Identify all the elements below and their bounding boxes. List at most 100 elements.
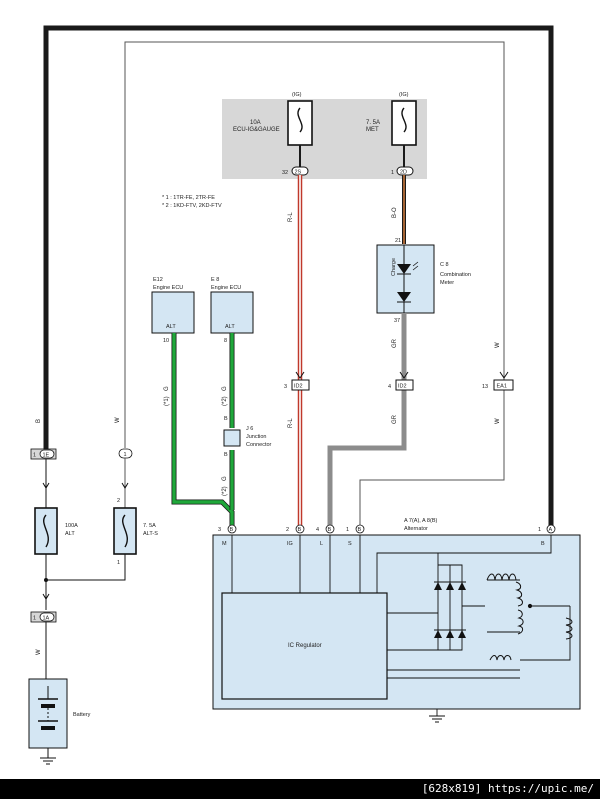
svg-text:10: 10 [163,338,169,344]
svg-text:B: B [230,527,234,533]
fuse-met[interactable] [391,100,417,146]
svg-text:EA1: EA1 [497,384,507,390]
ic-regulator[interactable] [221,592,388,700]
svg-text:Engine ECU: Engine ECU [153,285,183,291]
svg-text:Connector: Connector [246,442,272,448]
svg-text:C 8: C 8 [440,262,449,268]
svg-text:ID2: ID2 [294,384,303,390]
svg-text:13: 13 [482,384,488,390]
fuse-ecu-tag: (IG) [292,92,302,98]
connector-id2-b[interactable] [395,379,414,391]
svg-text:R-L: R-L [288,212,294,222]
svg-text:4: 4 [388,384,391,390]
charge-lamp-icon [397,264,411,274]
stator-coil-icon [486,573,573,661]
svg-text:(*2): (*2) [222,486,228,496]
svg-text:A 7(A), A 8(B): A 7(A), A 8(B) [404,518,437,524]
fuse-ecu-name: ECU-IG&GAUGE [233,127,280,133]
svg-text:1: 1 [538,527,541,533]
svg-text:B: B [36,419,42,423]
svg-text:3: 3 [218,527,221,533]
svg-text:ALT: ALT [65,531,75,537]
svg-text:2: 2 [117,498,120,504]
engine-ecu-e8[interactable] [210,291,254,334]
svg-text:37: 37 [394,318,400,324]
connector-ea1[interactable] [493,379,514,391]
svg-text:W: W [495,418,501,424]
svg-text:100A: 100A [65,523,78,529]
svg-text:B: B [358,527,362,533]
svg-text:G: G [222,386,228,391]
alt-connector-s[interactable] [355,524,365,534]
fuse-ecu-ig-gauge[interactable] [287,100,313,146]
alternator-ground-icon [429,715,445,723]
svg-text:B: B [298,527,302,533]
svg-text:ALT: ALT [166,324,176,330]
diode-icon [397,292,411,302]
svg-text:1A: 1A [43,616,50,622]
svg-text:4: 4 [316,527,319,533]
junction-connector-j6[interactable] [223,429,241,447]
battery-ground-icon [40,757,56,765]
fuse-ecu-rating: 10A [250,120,261,126]
svg-text:Battery: Battery [73,712,91,718]
svg-text:1E: 1E [43,453,50,459]
svg-text:B: B [541,541,545,547]
svg-text:3: 3 [284,384,287,390]
svg-text:1: 1 [117,560,120,566]
svg-text:ALT: ALT [225,324,235,330]
svg-text:B: B [224,416,228,422]
svg-text:G: G [164,386,170,391]
svg-text:Charge: Charge [391,258,397,276]
svg-text:IG: IG [287,541,293,547]
svg-text:Alternator: Alternator [404,526,428,532]
svg-text:B: B [224,452,228,458]
wire-b-main[interactable] [43,25,554,528]
svg-text:R-L: R-L [288,418,294,428]
fuse-met-tag: (IG) [399,92,409,98]
svg-text:Engine ECU: Engine ECU [211,285,241,291]
svg-text:W: W [36,649,42,655]
svg-text:Junction: Junction [246,434,267,440]
svg-text:2D: 2D [400,170,407,176]
note-line-2: * 2 : 1KD-FTV, 2KD-FTV [162,203,222,209]
svg-text:1: 1 [346,527,349,533]
svg-text:GR: GR [392,414,398,424]
svg-text:GR: GR [392,338,398,348]
svg-text:8: 8 [224,338,227,344]
alt-connector-ig[interactable] [295,524,305,534]
fuse-met-name: MET [366,127,379,133]
svg-text:ALT-S: ALT-S [143,531,158,537]
svg-text:A: A [549,527,553,533]
svg-text:21: 21 [395,238,401,244]
svg-text:(*1): (*1) [164,396,170,406]
alt-connector-l[interactable] [325,524,335,534]
svg-text:Combination: Combination [440,272,471,278]
svg-text:7. 5A: 7. 5A [143,523,156,529]
connector-id2-a[interactable] [291,379,310,391]
svg-text:L: L [320,541,323,547]
svg-text:2: 2 [286,527,289,533]
svg-text:G: G [222,476,228,481]
fuse-met-rating: 7. 5A [366,120,380,126]
svg-text:1: 1 [33,453,36,459]
wire-g[interactable] [171,333,235,528]
svg-text:(*2): (*2) [222,396,228,406]
svg-text:W: W [495,342,501,348]
note-line-1: * 1 : 1TR-FE, 2TR-FE [162,195,215,201]
combination-meter[interactable] [376,244,435,314]
wire-w-top[interactable] [124,41,505,448]
svg-text:S: S [348,541,352,547]
alt-connector-b[interactable] [546,524,556,534]
svg-text:J 6: J 6 [246,426,253,432]
svg-text:Meter: Meter [440,280,454,286]
alt-connector-m[interactable] [227,524,237,534]
svg-text:W: W [115,417,121,423]
engine-ecu-e12[interactable] [151,291,195,334]
svg-text:B: B [328,527,332,533]
svg-text:1: 1 [124,452,127,458]
svg-text:ID2: ID2 [398,384,407,390]
svg-text:2S: 2S [295,170,302,176]
svg-text:1: 1 [391,170,394,176]
svg-text:M: M [222,541,227,547]
